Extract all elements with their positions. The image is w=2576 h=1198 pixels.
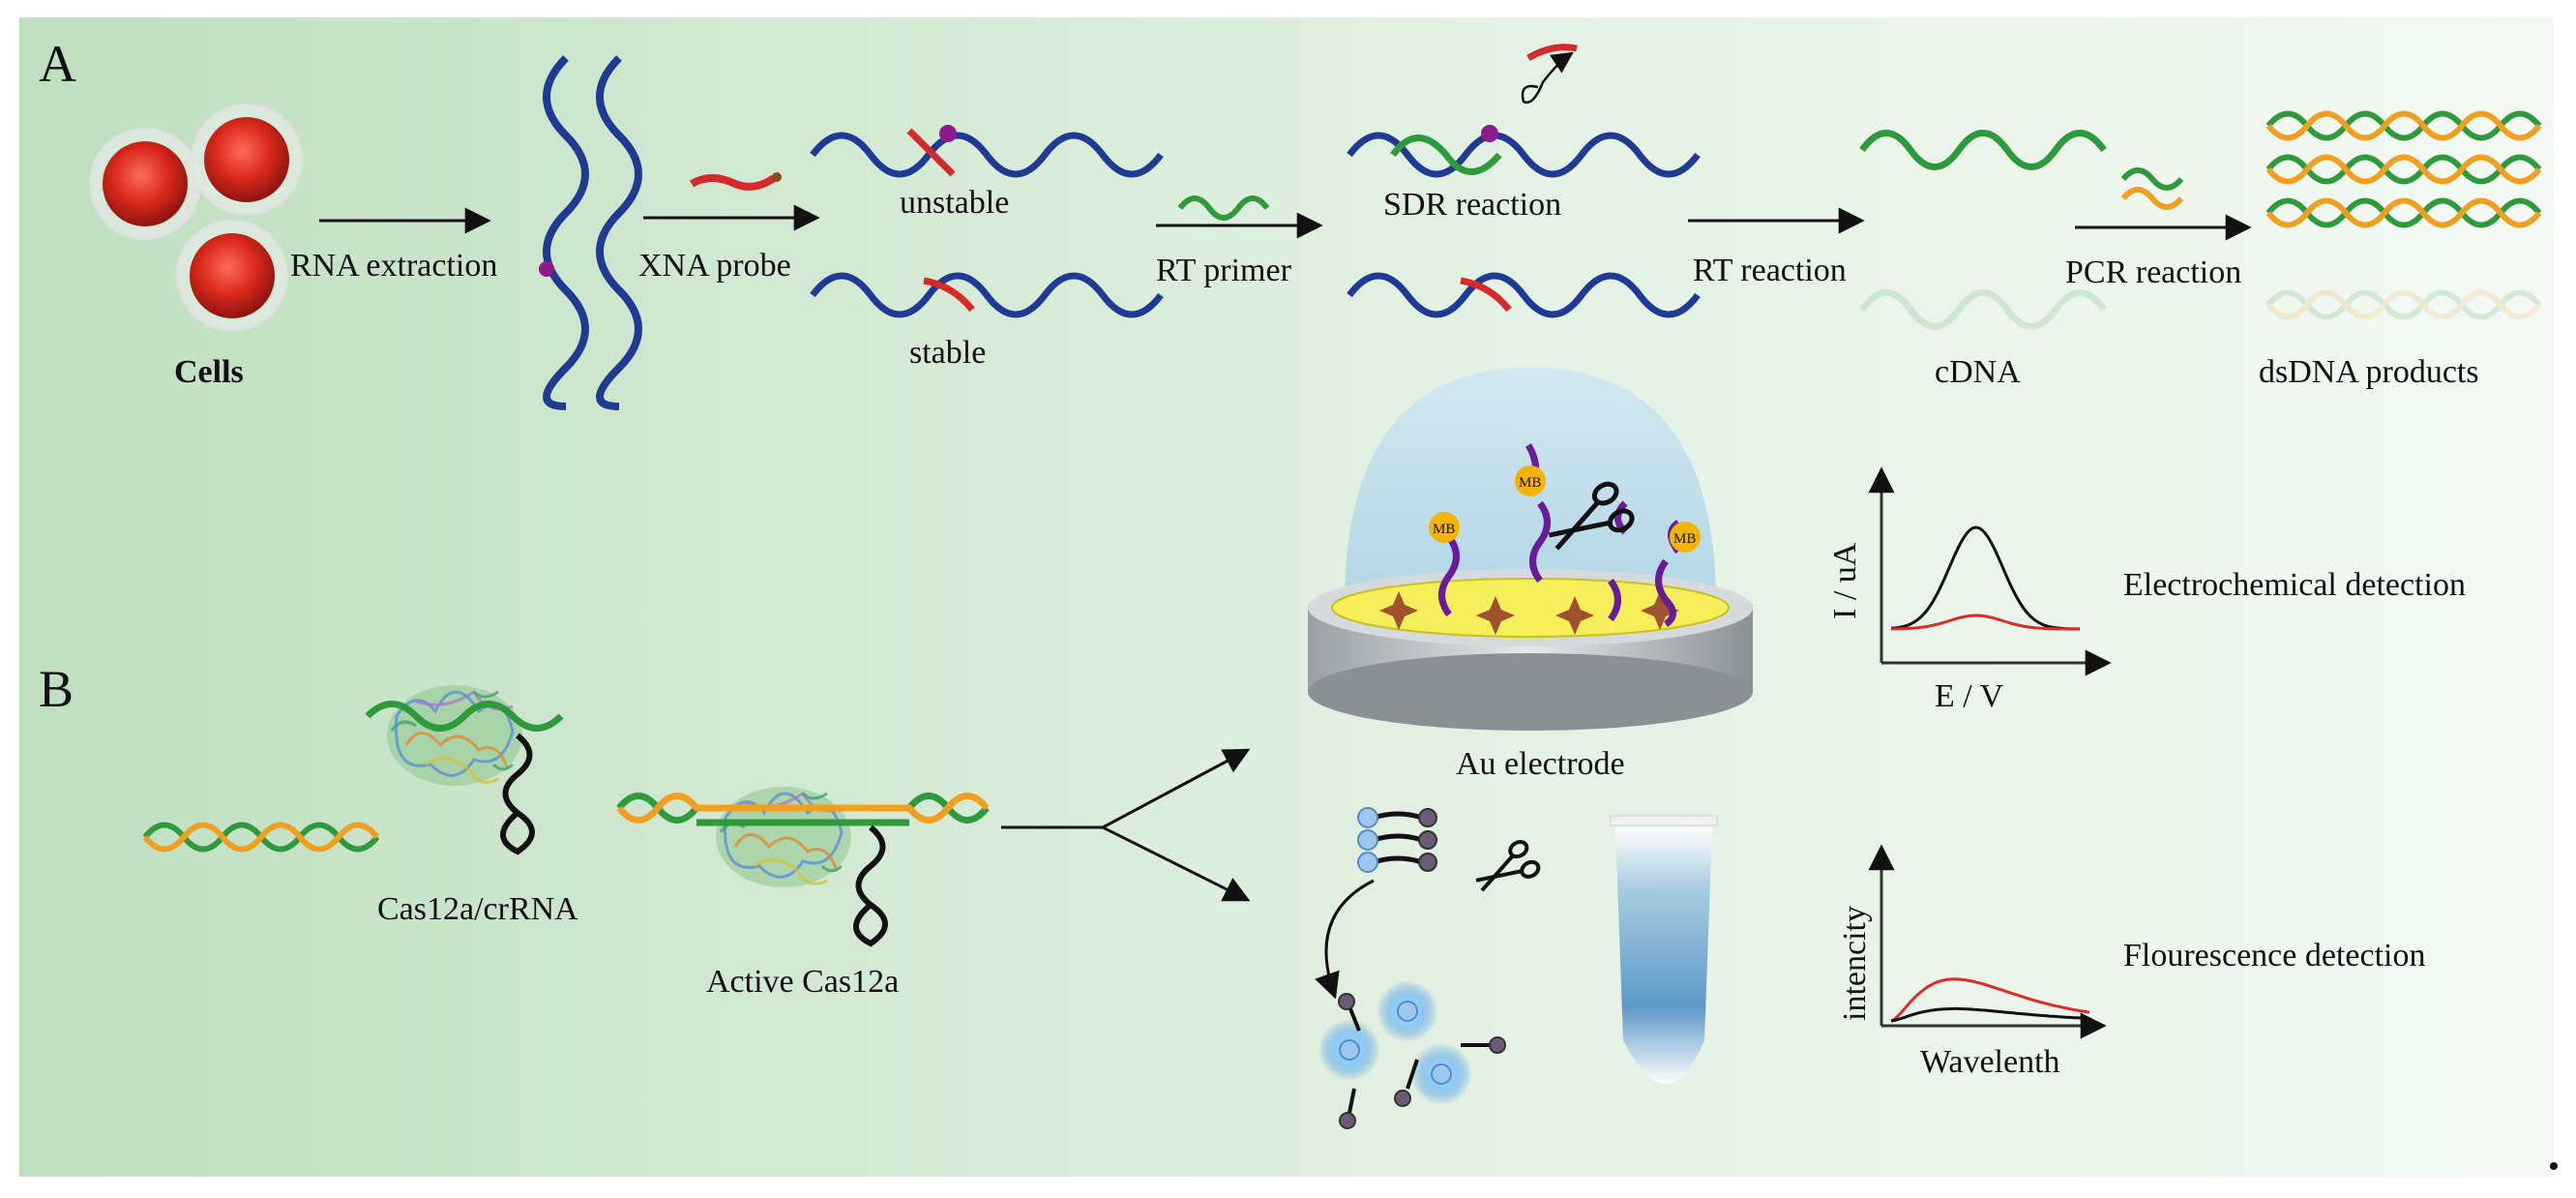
probe-binding-dot [539, 261, 554, 277]
pcr-primer-green [2120, 167, 2184, 191]
rna-strands [543, 55, 642, 410]
fluorescence-reporters [1315, 808, 1541, 1129]
mb-tag-label-3: MB [1673, 531, 1696, 547]
mb-tag-1 [1429, 512, 1460, 543]
mb-tag-label-2: MB [1519, 475, 1541, 491]
cas12a-crrna-complex [385, 683, 524, 788]
label-unstable: unstable [900, 185, 1009, 221]
au-electrode-group: MB MB MB [1308, 368, 1753, 731]
cdna-strand [1859, 130, 2107, 170]
cdna-strand-faded [1859, 289, 2107, 330]
fl-curve-black [1890, 1006, 2090, 1023]
released-probe [1526, 44, 1578, 62]
ec-ylabel: I / uA [1827, 542, 1863, 619]
label-flourescence-detection: Flourescence detection [2123, 938, 2425, 973]
branch-arrows [1001, 748, 1251, 902]
label-electrochemical-detection: Electrochemical detection [2123, 567, 2466, 603]
label-rt-reaction: RT reaction [1693, 253, 1847, 288]
label-sdr-reaction: SDR reaction [1383, 187, 1561, 223]
trailing-dot [2550, 1162, 2558, 1170]
label-cdna: cDNA [1935, 354, 2021, 390]
fluorescence-plot: intencity Wavelenth [1837, 844, 2107, 1080]
xna-probe-icon [689, 174, 777, 191]
electrochemical-plot: I / uA E / V [1827, 466, 2112, 714]
cells-group [89, 104, 303, 332]
mb-tag-2 [1515, 465, 1546, 496]
pcr-primer-orange [2120, 187, 2184, 210]
unstable-duplex [810, 132, 1164, 178]
label-rna-extraction: RNA extraction [290, 248, 497, 284]
label-au-electrode: Au electrode [1456, 746, 1625, 782]
free-dsdna [142, 822, 380, 853]
scissors-icon-electrode [1548, 481, 1635, 551]
star-markers [1379, 591, 1679, 635]
rt-primer-icon [1177, 195, 1270, 221]
ec-curve-red [1891, 614, 2080, 631]
panel-label-a: A [39, 35, 76, 93]
label-xna-probe: XNA probe [638, 248, 791, 284]
dsdna-products [2265, 110, 2542, 320]
fl-ylabel: intencity [1837, 906, 1873, 1021]
ec-curve-black [1890, 525, 2080, 631]
cells-label: Cells [174, 354, 244, 390]
mb-tag-label-1: MB [1433, 522, 1455, 537]
mb-tag-3 [1670, 522, 1701, 553]
panel-label-b: B [39, 660, 74, 718]
label-pcr-reaction: PCR reaction [2065, 255, 2241, 290]
background-panel [19, 17, 2554, 1177]
fl-xlabel: Wavelenth [1920, 1044, 2060, 1080]
sdr-duplex-bottom [1347, 272, 1701, 318]
label-cas12a-crrna: Cas12a/crRNA [377, 891, 578, 927]
crrna-hairpin [500, 733, 535, 855]
label-rt-primer: RT primer [1156, 253, 1292, 288]
fl-curve-red [1890, 977, 2090, 1023]
label-active-cas12a: Active Cas12a [706, 964, 899, 1000]
scissors-icon-fluor [1475, 840, 1541, 892]
stable-duplex [810, 272, 1164, 318]
label-stable: stable [909, 335, 986, 371]
active-cas12a-complex [714, 785, 853, 889]
sdr-duplex-top [1347, 132, 1701, 178]
label-dsdna-products: dsDNA products [2259, 354, 2479, 390]
reaction-tube [1610, 815, 1718, 1084]
ec-xlabel: E / V [1935, 678, 2004, 714]
